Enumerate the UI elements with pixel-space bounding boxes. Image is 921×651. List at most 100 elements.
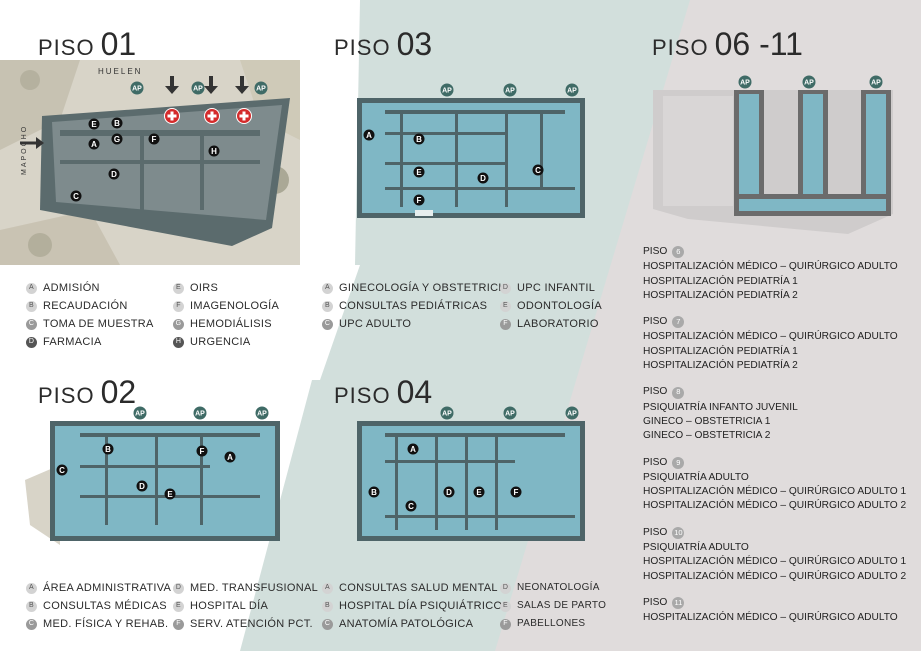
area-marker-label: C	[408, 502, 414, 511]
legend-item: C ANATOMÍA PATOLÓGICA	[322, 615, 502, 633]
floor-prefix: PISO	[334, 383, 391, 408]
legend-letter: A	[26, 282, 37, 294]
legend-letter: D	[500, 582, 511, 594]
upper-floor-label: PISO	[643, 456, 668, 468]
area-marker-label: A	[366, 131, 372, 140]
ap-marker-icon: AP AP AP	[133, 406, 269, 420]
area-marker-label: B	[371, 488, 377, 497]
legend-letter: D	[500, 282, 511, 294]
legend-text: SERV. ATENCIÓN PCT.	[190, 618, 313, 630]
area-marker-label: C	[535, 166, 541, 175]
area-marker-label: A	[227, 453, 233, 462]
legend-letter: A	[322, 582, 333, 594]
area-marker-label: D	[111, 170, 117, 179]
floor-prefix: PISO	[652, 35, 709, 60]
legend-item: D FARMACIA	[26, 333, 154, 351]
area-markers: A B C D E F	[363, 129, 544, 206]
area-marker-label: F	[152, 135, 157, 144]
upper-floor-label: PISO	[643, 386, 668, 398]
upper-floor-service: HOSPITALIZACIÓN PEDIATRÍA 2	[643, 289, 798, 301]
legend-item: D UPC INFANTIL	[500, 279, 602, 297]
legend-text: HOSPITAL DÍA PSIQUIÁTRICO	[339, 600, 503, 612]
area-marker-label: D	[139, 482, 145, 491]
legend-text: ANATOMÍA PATOLÓGICA	[339, 618, 474, 630]
floor-plan-01: HUELEN MAPOCHO AP AP AP E B A G F H D C	[0, 60, 300, 265]
floor-number: 01	[100, 26, 137, 62]
upper-floor-service: HOSPITALIZACIÓN MÉDICO – QUIRÚRGICO ADUL…	[643, 500, 907, 512]
legend-text: CONSULTAS PEDIÁTRICAS	[339, 300, 488, 312]
legend-text: ÁREA ADMINISTRATIVA	[43, 582, 172, 594]
upper-floor-service: HOSPITALIZACIÓN MÉDICO – QUIRÚRGICO ADUL…	[643, 612, 898, 624]
upper-floor-number: 11	[672, 597, 685, 610]
ap-marker-icon: AP AP AP	[440, 83, 579, 97]
legend-letter: C	[322, 618, 333, 630]
upper-floor-label: PISO	[643, 316, 668, 328]
floor-number: 06 -11	[714, 26, 803, 62]
ap-marker-icon: AP AP AP	[738, 75, 883, 89]
street-name-west: MAPOCHO	[21, 125, 28, 175]
upper-floor-service: GINECO – OBSTETRICIA 2	[643, 430, 771, 442]
ap-label: AP	[135, 411, 145, 418]
area-marker-label: E	[476, 488, 482, 497]
legend-text: UPC INFANTIL	[517, 282, 596, 294]
floor-number: 03	[396, 26, 433, 62]
legend-letter: D	[26, 336, 37, 348]
legend-letter: D	[173, 582, 184, 594]
upper-floor-service: PSIQUIATRÍA ADULTO	[643, 471, 749, 483]
area-marker-label: D	[446, 488, 452, 497]
legend-text: ADMISIÓN	[43, 282, 100, 294]
area-marker-label: D	[480, 174, 486, 183]
ap-label: AP	[567, 88, 577, 95]
floor-number: 04	[396, 374, 433, 410]
floor-prefix: PISO	[38, 383, 95, 408]
area-marker-label: E	[167, 490, 173, 499]
legend-letter: B	[322, 600, 333, 612]
area-markers: E B A G F H D C	[70, 117, 220, 202]
legend-letter: E	[500, 300, 511, 312]
area-marker-label: H	[211, 147, 217, 156]
upper-floor-service: HOSPITALIZACIÓN MÉDICO – QUIRÚRGICO ADUL…	[643, 570, 907, 582]
legend-text: FARMACIA	[43, 336, 102, 348]
legend-letter: F	[500, 618, 511, 630]
legend-text: ODONTOLOGÍA	[517, 300, 602, 312]
legend-letter: B	[322, 300, 333, 312]
floor-title-04: PISO 04	[334, 374, 432, 411]
ap-label: AP	[567, 411, 577, 418]
upper-floor-service: GINECO – OBSTETRICIA 1	[643, 415, 771, 427]
legend-letter: G	[173, 318, 184, 330]
floor-prefix: PISO	[334, 35, 391, 60]
ap-label: AP	[195, 411, 205, 418]
legend-text: GINECOLOGÍA Y OBSTETRICIA	[339, 282, 510, 294]
legend-text: CONSULTAS SALUD MENTAL	[339, 582, 498, 594]
legend-text: URGENCIA	[190, 336, 251, 348]
upper-floor-service: HOSPITALIZACIÓN MÉDICO – QUIRÚRGICO ADUL…	[643, 486, 907, 498]
emergency-cross-icon	[164, 108, 252, 124]
floor-prefix: PISO	[38, 35, 95, 60]
legend-text: PABELLONES	[517, 618, 586, 629]
legend-text: MED. FÍSICA Y REHAB.	[43, 618, 169, 630]
area-marker-label: B	[416, 135, 422, 144]
upper-floor-service: HOSPITALIZACIÓN MÉDICO – QUIRÚRGICO ADUL…	[643, 331, 898, 343]
